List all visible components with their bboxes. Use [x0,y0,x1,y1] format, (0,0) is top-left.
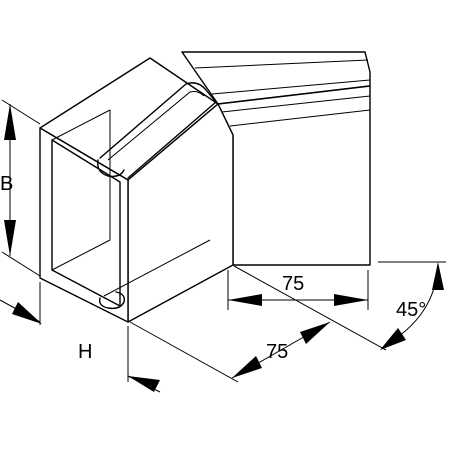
angled-front-rail-2 [229,109,371,127]
bot75-label: 75 [266,341,288,363]
front-top-rail-inner [107,91,205,161]
top75-arrow-right [334,294,368,306]
bottom-rail [103,239,211,297]
h-label: H [78,341,92,363]
front-end-frame [39,127,129,323]
top-lip-curl [97,159,125,178]
bottom-lip-curl [98,291,126,310]
opening-depth-top [51,109,111,141]
opening-depth-bottom [51,239,111,271]
b-label: B [0,173,13,195]
bot75-ext-right [233,265,387,351]
angle-arrow-bottom [380,328,406,350]
angle-arrow-top [432,262,444,290]
front-section [39,57,234,323]
angled-front-rail [221,95,371,113]
b-ext-top [1,99,41,125]
dimension-angle: 45° [378,261,446,350]
front-top-rail [99,82,217,179]
dimension-75-top: 75 [227,270,369,310]
b-arrow-bottom [4,220,16,256]
dimension-h: H [0,282,161,393]
top75-arrow-left [228,294,262,306]
h-arrow-left [12,302,42,324]
bot75-arrow-right [300,322,330,344]
dimension-b: B [0,99,41,277]
angled-top-groove [194,59,369,69]
b-arrow-top [4,104,16,140]
bot75-arrow-left [232,356,262,378]
bot75-ext-left [129,321,239,383]
angle-label: 45° [396,299,426,321]
angled-top-groove-2 [211,79,371,95]
dimension-75-bottom: 75 [129,265,387,383]
top75-label: 75 [282,273,304,295]
b-ext-bottom [1,251,41,277]
angled-section [181,51,371,266]
h-arrow-right [128,376,160,392]
